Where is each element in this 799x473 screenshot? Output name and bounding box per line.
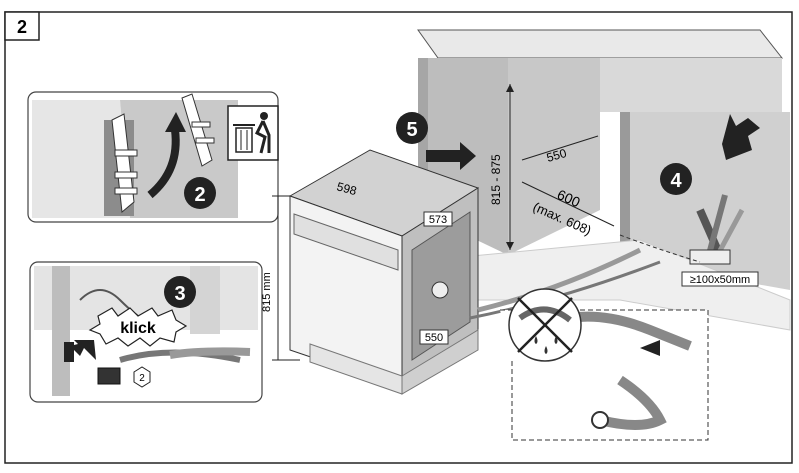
appliance-depth-top-label: 573 [429, 214, 447, 226]
depth-550-label: 550 [545, 146, 568, 165]
trash-bin-icon [227, 105, 279, 161]
panel-water-connection [500, 288, 709, 441]
step-4-badge [660, 163, 692, 195]
dishwasher: 598 573 550 815 mm [261, 149, 480, 395]
connect-arrow-icon [640, 340, 660, 356]
step-2-number: 2 [194, 184, 205, 206]
cabinet-niche: 4 ≥100x50mm 5 815 - 875 550 600 (max. 60… [396, 29, 791, 331]
step-3-number: 3 [174, 283, 185, 305]
klick-burst [88, 307, 188, 347]
opening-dimension: ≥100x50mm [690, 274, 750, 286]
ref-badge [133, 366, 151, 388]
ref-number: 2 [139, 373, 145, 384]
no-drip-icon [508, 288, 582, 362]
step-5-badge [396, 112, 428, 144]
up-arrow-icon [722, 114, 760, 160]
step-4-number: 4 [670, 170, 682, 192]
panel-klick-connection: klick 3 2 [29, 261, 263, 403]
panel-clip-removal: 2 [27, 91, 279, 223]
opening-label-box [681, 271, 759, 287]
step-3-badge [164, 276, 196, 308]
step-5-number: 5 [406, 119, 417, 141]
water-hose [477, 247, 642, 313]
step-2-badge [184, 177, 216, 209]
height-range-label: 815 - 875 [489, 154, 503, 205]
appliance-depth-bottom-label: 550 [425, 332, 443, 344]
figure-number: 2 [17, 17, 27, 37]
appliance-height-label: 815 mm [261, 272, 273, 312]
push-arrow-icon [426, 142, 476, 170]
klick-label: klick [120, 320, 156, 337]
appliance-width-label: 598 [335, 179, 358, 198]
figure-number-box: 2 [4, 11, 40, 41]
